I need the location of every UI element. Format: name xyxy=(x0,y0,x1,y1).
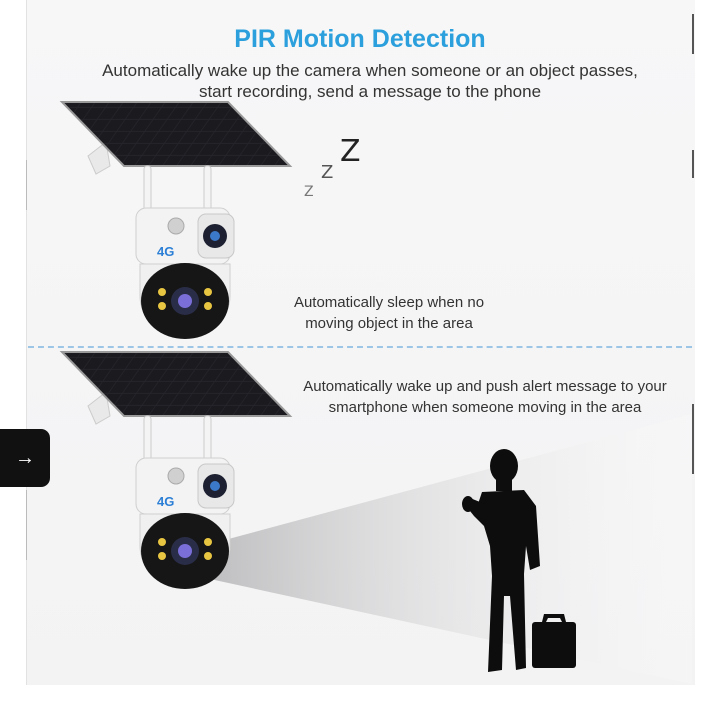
alert-caption: Automatically wake up and push alert mes… xyxy=(303,378,667,416)
edge-line xyxy=(692,14,694,54)
svg-text:4G: 4G xyxy=(157,494,174,509)
person-silhouette-icon xyxy=(462,449,576,672)
edge-line xyxy=(692,150,694,178)
sleep-z-icon: Z xyxy=(304,184,314,200)
sleep-z-icon: Z xyxy=(340,134,361,169)
solar-panel xyxy=(59,101,293,167)
edge-line xyxy=(26,160,27,210)
solar-camera-sleep: 4G xyxy=(59,101,293,339)
next-arrow-button[interactable]: → xyxy=(0,429,50,487)
sleep-caption: Automatically sleep when no moving objec… xyxy=(293,294,485,332)
edge-line xyxy=(26,490,27,560)
svg-text:4G: 4G xyxy=(157,244,174,259)
edge-line xyxy=(692,404,694,474)
solar-panel xyxy=(59,351,293,417)
sleep-z-icon: Z xyxy=(321,162,334,183)
page-subtitle: Automatically wake up the camera when so… xyxy=(102,61,638,101)
solar-camera-alert: 4G xyxy=(59,351,293,589)
section-divider xyxy=(28,346,692,348)
detection-beam xyxy=(210,414,692,684)
page-title: PIR Motion Detection xyxy=(234,25,486,53)
